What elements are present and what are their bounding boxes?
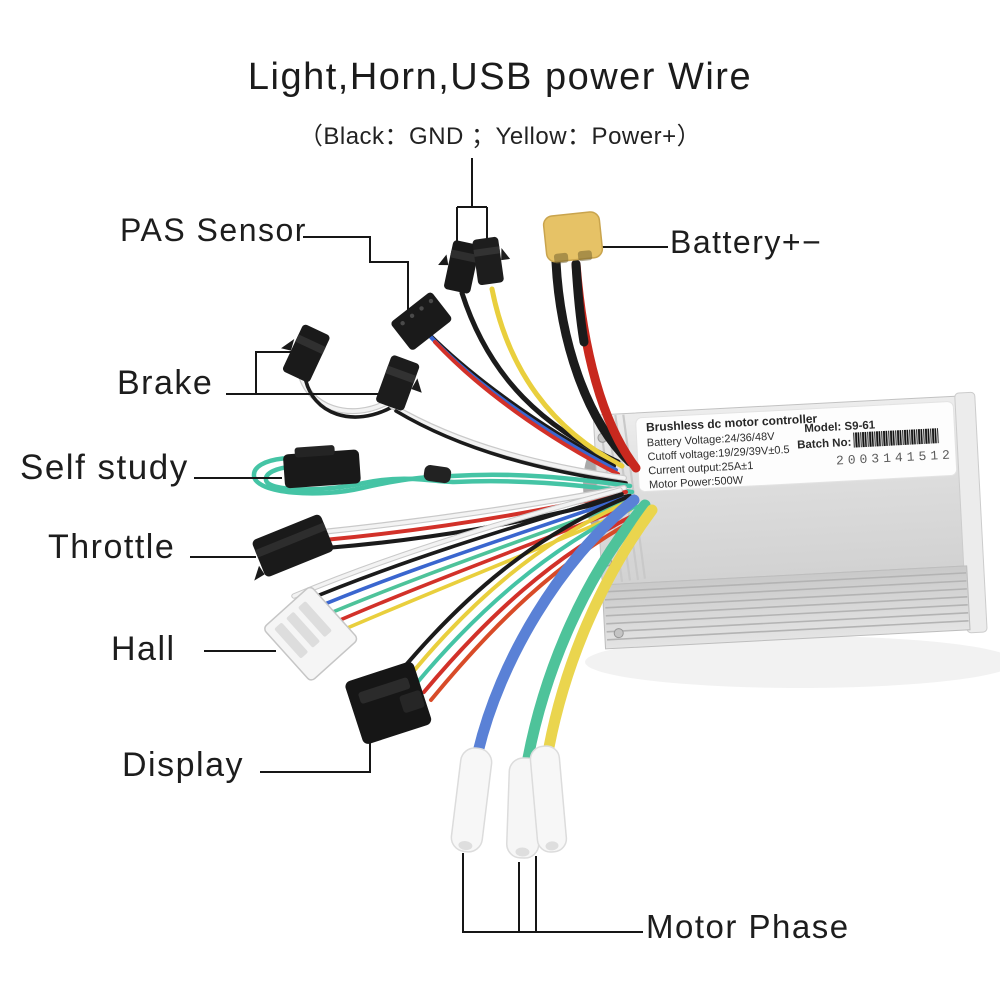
label-battery: Battery+− [670, 224, 823, 260]
callout-lines [190, 158, 668, 933]
spec-current-output: Current output:25A±1 [648, 460, 754, 477]
motor-phase-connectors [450, 745, 568, 859]
callout-line-light-horn [456, 158, 488, 243]
callout-line-motor-phase [462, 853, 643, 933]
label-self-study: Self study [20, 448, 189, 487]
controller-model: Model: S9-61 [804, 419, 876, 435]
light-horn-connector-b [472, 236, 511, 286]
spec-motor-power: Motor Power:500W [649, 474, 744, 491]
label-throttle: Throttle [48, 528, 176, 566]
pas-connector [391, 292, 452, 350]
hall-connector [264, 586, 358, 681]
brake-connector-b [376, 355, 422, 411]
callout-line-pas [303, 236, 409, 312]
controller-label: Brushless dc motor controller Battery Vo… [635, 401, 958, 493]
label-pas-sensor: PAS Sensor [120, 212, 307, 248]
display-connector [345, 662, 432, 744]
self-study-connector [283, 445, 361, 489]
label-display: Display [122, 746, 244, 784]
barcode [852, 428, 940, 448]
light-horn-connector-a [438, 240, 480, 294]
batch-number: 2003141512 [836, 447, 955, 468]
connectors [252, 211, 604, 859]
controller-body: Brushless dc motor controller Battery Vo… [583, 391, 988, 650]
controller-shadow [585, 636, 1000, 688]
wire-bundle [251, 257, 658, 764]
throttle-connector [252, 514, 334, 581]
diagram-title: Light,Horn,USB power Wire [247, 56, 753, 98]
battery-connector-xt60 [542, 211, 604, 264]
brake-connector-a [281, 324, 330, 382]
label-hall: Hall [111, 630, 176, 668]
diagram-subtitle: （Black：GND ；Yellow：Power+） [298, 123, 702, 150]
callout-line-display [260, 737, 371, 773]
callout-line-brake [226, 351, 380, 395]
label-motor-phase: Motor Phase [646, 908, 850, 945]
batch-label: Batch No: [797, 437, 852, 452]
wire-tape [423, 465, 452, 484]
heatsink-fins [604, 572, 969, 641]
label-brake: Brake [117, 364, 214, 402]
